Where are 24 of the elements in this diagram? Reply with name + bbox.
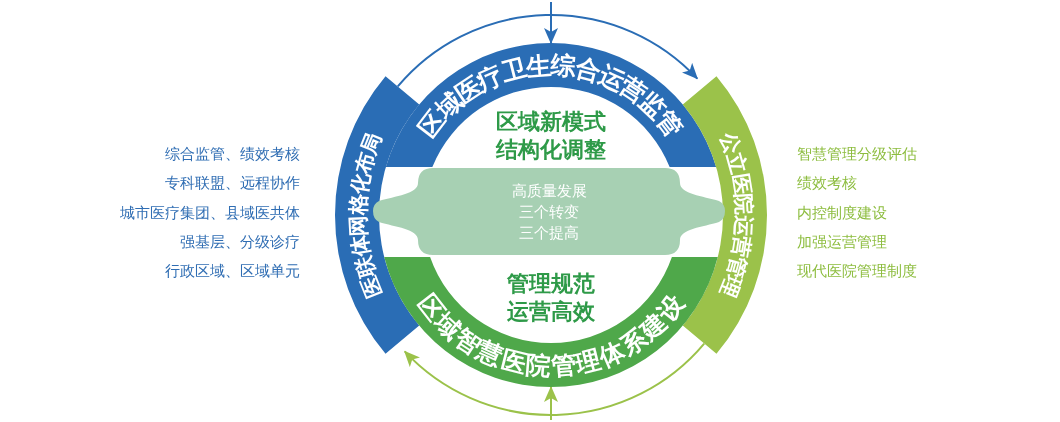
side-note: 绩效考核: [797, 174, 857, 192]
side-note: 现代医院管理制度: [797, 262, 917, 280]
center-heading: 结构化调整: [496, 136, 606, 164]
banner-text: 高质量发展: [511, 181, 587, 201]
arrow: [544, 386, 558, 421]
center-heading: 管理规范: [507, 270, 595, 298]
center-heading: 运营高效: [507, 298, 595, 326]
banner-text: 三个转变: [519, 202, 579, 222]
center-heading: 区域新模式: [496, 108, 606, 136]
side-note: 加强运营管理: [797, 233, 887, 251]
side-note: 专科联盟、远程协作: [165, 174, 300, 192]
side-note: 行政区域、区域单元: [165, 262, 300, 280]
banner-text: 三个提高: [519, 223, 579, 243]
band-title: 医联体网格化布局: [345, 129, 386, 301]
arrow: [544, 1, 558, 44]
arc-band: [384, 257, 718, 387]
side-note: 智慧管理分级评估: [797, 145, 917, 163]
band-title: 公立医院运营管理: [716, 129, 757, 301]
side-note: 综合监管、绩效考核: [165, 145, 300, 163]
side-note: 强基层、分级诊疗: [180, 233, 300, 251]
arrow: [403, 342, 706, 416]
side-note: 城市医疗集团、县域医共体: [120, 204, 300, 222]
arrow: [396, 14, 699, 88]
side-note: 内控制度建设: [797, 204, 887, 222]
